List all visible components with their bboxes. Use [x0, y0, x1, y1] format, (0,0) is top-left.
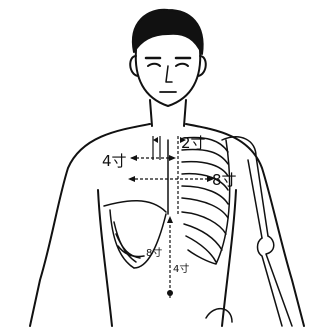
label-upper-distance: 2寸 — [181, 134, 206, 152]
label-shoulder-width: 4寸 — [102, 152, 127, 170]
measurement-guides — [130, 136, 212, 298]
body-outline — [30, 10, 304, 326]
label-vertical-lower: 4寸 — [173, 262, 189, 275]
label-vertical-upper: 8寸 — [146, 246, 162, 259]
label-chest-width: 8寸 — [212, 171, 237, 189]
